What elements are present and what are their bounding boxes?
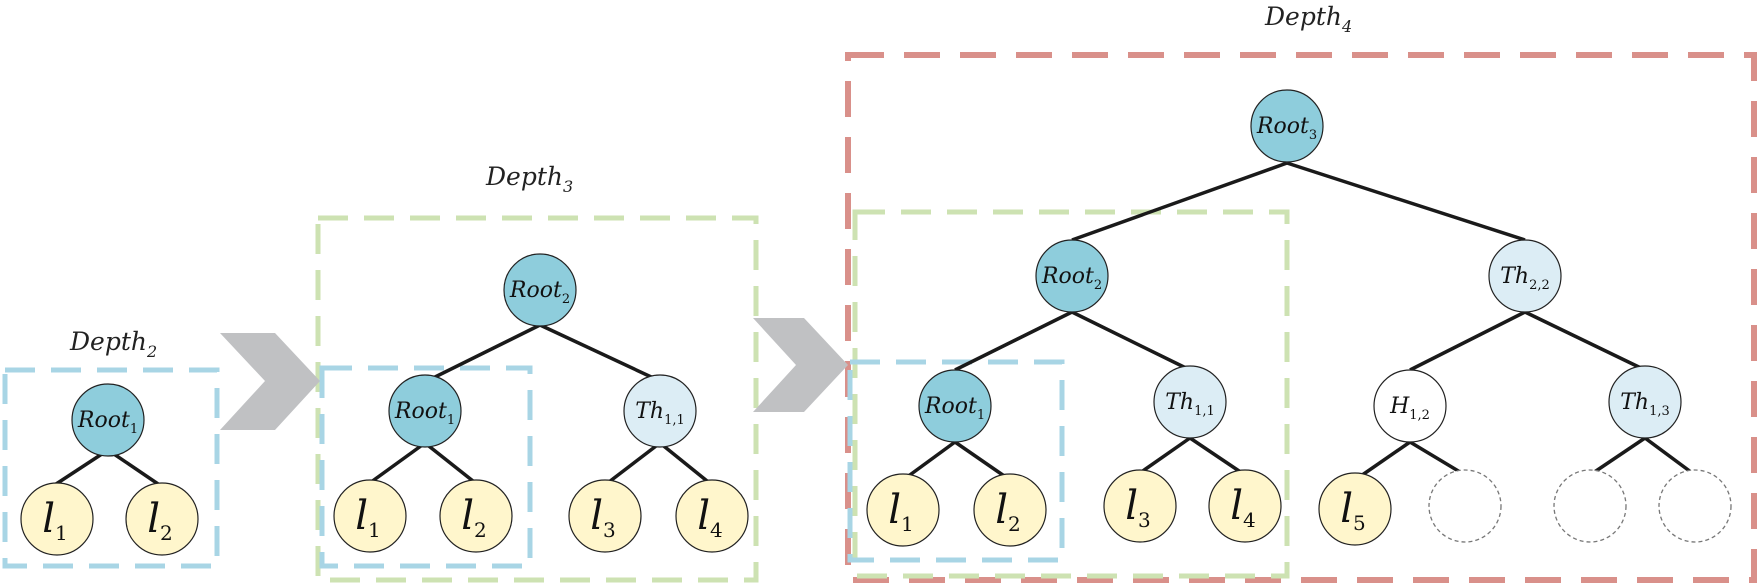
frame-depth2-inner-p3 (847, 359, 1065, 563)
root-node: Root1 (71, 383, 145, 457)
empty-leaf-node (1553, 469, 1627, 543)
depth3-label: Depth3 (485, 162, 573, 196)
edge (539, 323, 663, 384)
root-node: Root2 (1035, 239, 1109, 313)
svg-text:Root1: Root1 (394, 399, 455, 428)
empty-leaf-node (1428, 469, 1502, 543)
svg-text:l2: l2 (995, 487, 1021, 536)
svg-text:Root2: Root2 (1041, 264, 1102, 293)
tree-edges (49, 161, 1697, 490)
frame-depth3 (315, 215, 759, 583)
svg-text:l3: l3 (590, 493, 616, 542)
leaf-node: l3 (1103, 469, 1177, 543)
svg-text:l2: l2 (461, 493, 487, 542)
leaf-node: l1 (866, 473, 940, 547)
svg-text:l4: l4 (1230, 483, 1256, 532)
edge (1524, 310, 1646, 372)
edge (424, 323, 541, 384)
edge (901, 440, 957, 482)
svg-text:l3: l3 (1125, 483, 1151, 532)
leaf-node: l4 (675, 479, 749, 553)
root-node: Root3 (1250, 89, 1324, 163)
leaf-node: l3 (568, 479, 642, 553)
threshold-node: Th1,1 (623, 374, 697, 448)
edge (1071, 310, 1191, 372)
svg-text:l1: l1 (355, 493, 381, 542)
edge (1071, 161, 1288, 242)
edge (603, 441, 662, 487)
frame-depth2 (2, 367, 220, 569)
edge (954, 440, 1011, 482)
edge (107, 448, 165, 490)
root-node: Root2 (503, 253, 577, 327)
leaf-node: l1 (333, 479, 407, 553)
svg-text:Th1,3: Th1,3 (1620, 390, 1670, 419)
svg-text:Root1: Root1 (77, 408, 138, 437)
svg-text:Root2: Root2 (509, 278, 570, 307)
edge (49, 448, 109, 490)
threshold-node: Th2,2 (1488, 239, 1562, 313)
edge (1189, 436, 1246, 477)
svg-text:l5: l5 (1340, 486, 1366, 535)
svg-text:l1: l1 (888, 487, 914, 536)
frame-depth4 (845, 52, 1757, 583)
svg-text:l1: l1 (42, 496, 68, 545)
edge (1135, 436, 1192, 477)
edge (1643, 436, 1697, 477)
svg-text:l2: l2 (147, 496, 173, 545)
threshold-node: Th1,1 (1153, 365, 1227, 439)
svg-text:l4: l4 (697, 493, 723, 542)
svg-text:Th1,1: Th1,1 (635, 399, 685, 428)
root-node: Root1 (388, 374, 462, 448)
depth2-label: Depth2 (69, 327, 157, 361)
threshold-node: Th1,3 (1608, 365, 1682, 439)
svg-text:Root3: Root3 (1256, 114, 1317, 143)
depth4-label: Depth4 (1264, 2, 1352, 36)
edge (1286, 161, 1526, 242)
edge (954, 310, 1073, 372)
edge (658, 441, 714, 487)
svg-text:Th2,2: Th2,2 (1500, 264, 1550, 293)
edge (1409, 440, 1466, 477)
leaf-node: l2 (973, 473, 1047, 547)
chevron-arrow-icon (220, 333, 320, 430)
edge (1409, 310, 1526, 372)
root-node: Root1 (918, 369, 992, 443)
svg-text:Root1: Root1 (924, 394, 985, 423)
leaf-node: l5 (1318, 472, 1392, 546)
chevron-arrow-icon (753, 318, 848, 412)
frame-depth3-inner-p3 (852, 209, 1290, 579)
edge (365, 441, 427, 487)
leaf-node: l2 (439, 479, 513, 553)
svg-text:H1,2: H1,2 (1389, 394, 1430, 423)
helper-node: H1,2 (1373, 369, 1447, 443)
edge (1589, 436, 1646, 477)
leaf-node: l1 (20, 482, 94, 556)
edge (423, 441, 480, 487)
leaf-node: l4 (1208, 469, 1282, 543)
leaf-node: l2 (125, 482, 199, 556)
frame-depth2-inner-p2 (319, 365, 533, 569)
svg-text:Th1,1: Th1,1 (1165, 390, 1215, 419)
empty-leaf-node (1658, 469, 1732, 543)
